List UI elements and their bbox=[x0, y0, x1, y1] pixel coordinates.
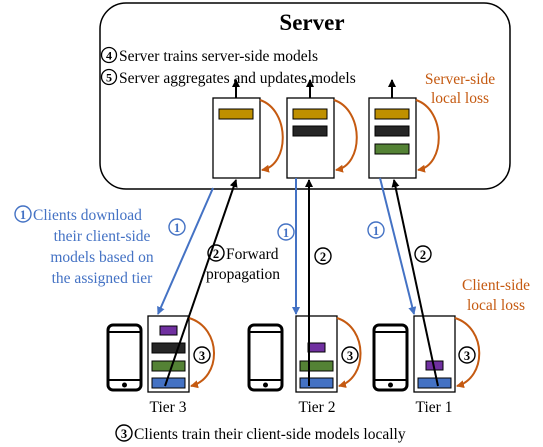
layer-purple bbox=[159, 325, 178, 336]
server-loss-label-line2: local loss bbox=[431, 90, 489, 107]
step5-badge bbox=[100, 68, 118, 86]
forward-label-line1: Forward bbox=[226, 246, 279, 263]
server-loss-arrow-1 bbox=[259, 99, 284, 173]
step3-number-footer: 3 bbox=[121, 427, 127, 441]
layer-gold bbox=[374, 108, 410, 120]
step3-badge-tier3 bbox=[193, 346, 211, 364]
server-title: Server bbox=[279, 10, 344, 35]
layer-purple bbox=[307, 342, 326, 353]
client-loss-label-line1: Client-side bbox=[462, 277, 530, 294]
layer-green bbox=[374, 143, 410, 155]
footer-text: Clients train their client-side models l… bbox=[134, 426, 406, 443]
step2-badge-tier1 bbox=[414, 245, 432, 263]
layer-gold bbox=[218, 108, 254, 120]
step1-number-left: 1 bbox=[20, 208, 26, 222]
step1-badge-left bbox=[14, 205, 32, 223]
step3-badge-tier2 bbox=[341, 346, 359, 364]
step3-number-tier3: 3 bbox=[199, 349, 205, 363]
forward-arrow-tier1-overlay bbox=[422, 315, 439, 387]
client-model-tier2 bbox=[295, 315, 362, 393]
client-loss-arrow-tier2 bbox=[336, 317, 362, 388]
step1-badge-tier3 bbox=[168, 218, 186, 236]
tier-label-3: Tier 3 bbox=[150, 399, 187, 416]
step3-number-tier2: 3 bbox=[347, 349, 353, 363]
step2-badge-tier2 bbox=[314, 247, 332, 265]
layer-black bbox=[292, 125, 328, 137]
step2-badge-label bbox=[207, 244, 225, 262]
download-label-line2: their client-side bbox=[54, 228, 151, 245]
server-model-tier3 bbox=[212, 97, 284, 179]
step2-number-tier2: 2 bbox=[320, 250, 326, 264]
server-model-tier1 bbox=[368, 97, 440, 179]
phone-icon bbox=[106, 323, 143, 392]
step1-number-tier2: 1 bbox=[283, 226, 289, 240]
step4-number: 4 bbox=[106, 49, 112, 63]
step1-number-tier1: 1 bbox=[373, 224, 379, 238]
server-loss-label-line1: Server-side bbox=[425, 71, 495, 88]
layer-blue bbox=[417, 377, 452, 389]
tier-label-2: Tier 2 bbox=[299, 399, 336, 416]
client-loss-arrow-tier3 bbox=[188, 317, 215, 389]
step4-text: Server trains server-side models bbox=[119, 48, 318, 65]
phone-icon bbox=[247, 323, 284, 392]
step1-badge-tier2 bbox=[277, 223, 295, 241]
layer-black bbox=[151, 342, 186, 354]
step2-number-label: 2 bbox=[213, 247, 219, 261]
layer-black bbox=[374, 125, 410, 137]
download-label-line1: Clients download bbox=[33, 207, 142, 224]
layer-green bbox=[299, 360, 334, 372]
step3-badge-tier1 bbox=[458, 346, 476, 364]
step5-number: 5 bbox=[106, 71, 112, 85]
server-loss-arrow-2 bbox=[333, 99, 358, 173]
step2-number-tier1: 2 bbox=[420, 248, 426, 262]
tier-label-1: Tier 1 bbox=[416, 399, 453, 416]
download-arrow-tier3 bbox=[157, 187, 214, 315]
layer-green bbox=[151, 360, 186, 372]
download-label-line4: the assigned tier bbox=[52, 270, 154, 287]
step1-badge-tier1 bbox=[367, 221, 385, 239]
server-loss-arrow-3 bbox=[415, 99, 440, 173]
step1-number-tier3: 1 bbox=[174, 221, 180, 235]
forward-arrow-tier3-overlay bbox=[164, 315, 190, 387]
download-arrow-tier1 bbox=[379, 177, 417, 315]
step3-number-tier1: 3 bbox=[464, 349, 470, 363]
layer-blue bbox=[299, 377, 334, 389]
step5-text: Server aggregates and updates models bbox=[119, 70, 356, 87]
step4-badge bbox=[100, 46, 118, 64]
client-loss-arrow-tier1 bbox=[454, 317, 481, 389]
phone-icon bbox=[372, 323, 409, 392]
download-label-line3: models based on bbox=[50, 249, 154, 266]
step3-badge-footer bbox=[115, 424, 133, 442]
layer-blue bbox=[151, 377, 186, 389]
layer-gold bbox=[292, 108, 328, 120]
client-loss-label-line2: local loss bbox=[467, 297, 525, 314]
forward-label-line2: propagation bbox=[206, 266, 280, 283]
